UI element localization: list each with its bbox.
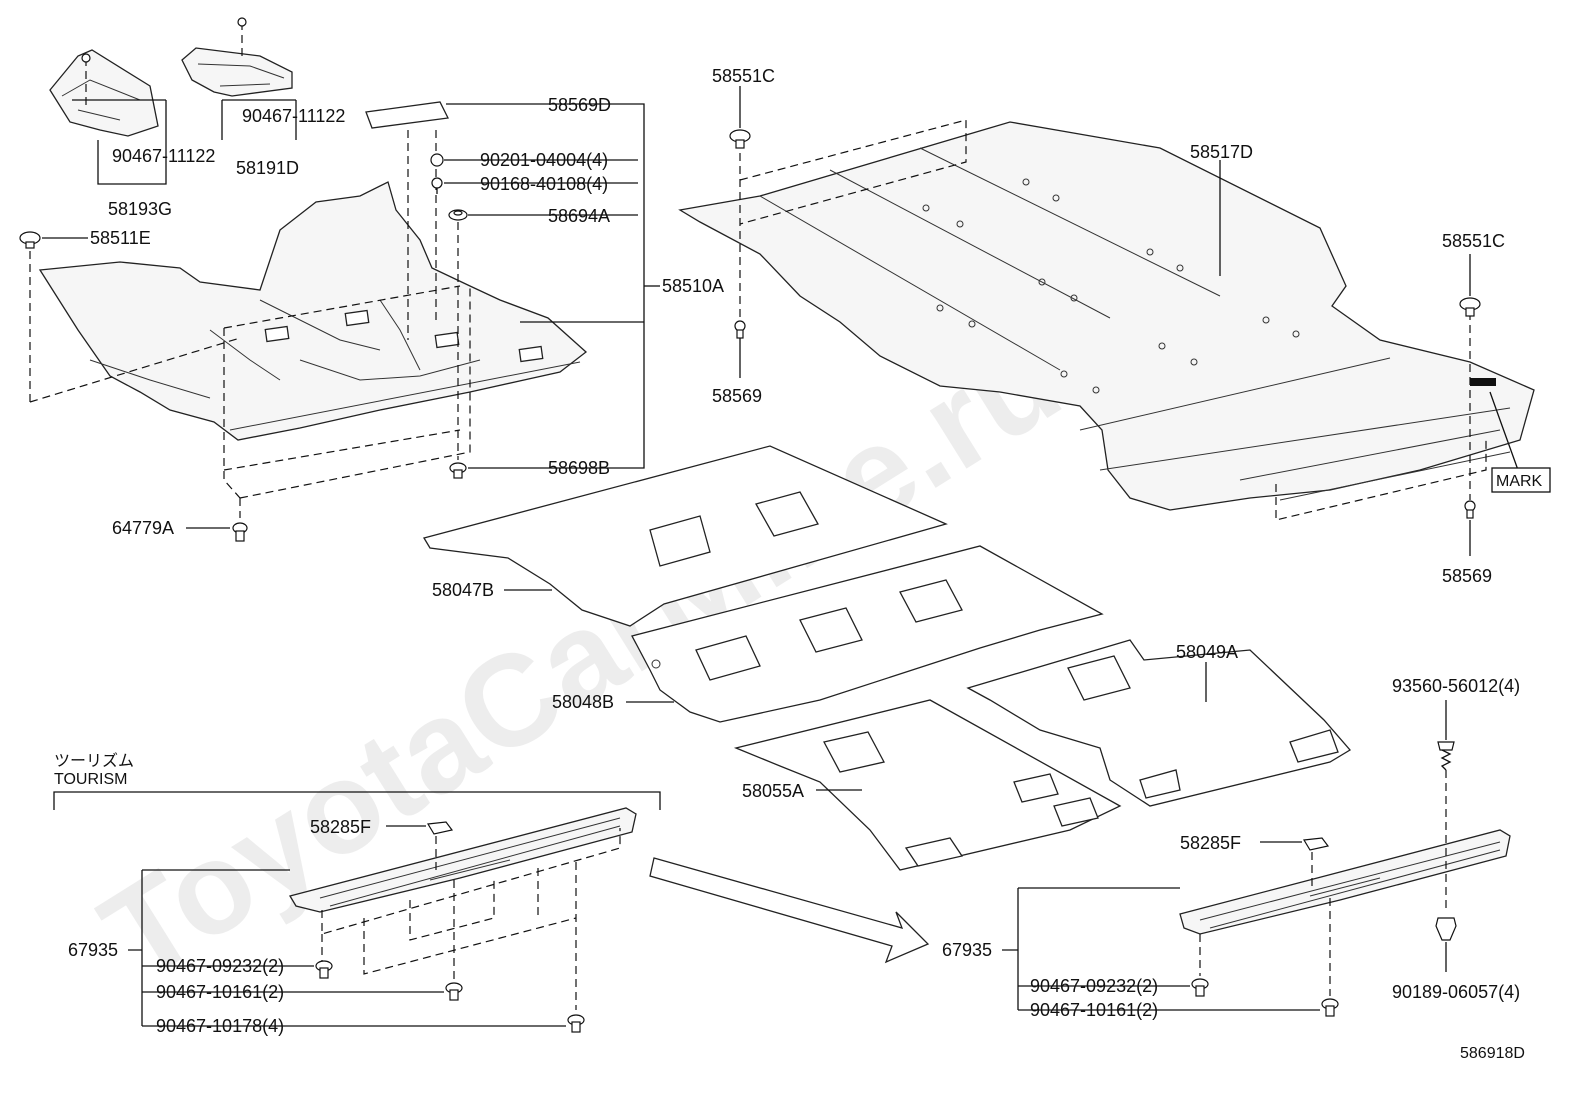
label-tourism-en: TOURISM: [54, 771, 127, 788]
label-mark: MARK: [1496, 473, 1543, 490]
label-67935-b: 67935: [942, 940, 992, 960]
label-58694a: 58694A: [548, 206, 610, 226]
clip-icon: [232, 522, 248, 542]
part-67935-scuff-plate-right[interactable]: [1179, 829, 1511, 935]
part-58055a-mat[interactable]: [733, 699, 1122, 871]
label-67935-a: 67935: [68, 940, 118, 960]
label-93560-56012: 93560-56012(4): [1392, 676, 1520, 696]
label-58510a: 58510A: [662, 276, 724, 296]
part-58049a-mat[interactable]: [966, 639, 1351, 807]
screw-icon: [1437, 741, 1455, 771]
clip-icon: [1191, 978, 1209, 997]
part-58191d-cover[interactable]: [181, 17, 293, 97]
label-58511e: 58511E: [90, 228, 151, 248]
clip-icon: [449, 462, 467, 479]
label-58517d: 58517D: [1190, 142, 1253, 162]
diagram-code: 586918D: [1460, 1045, 1525, 1062]
clip-icon: [729, 129, 751, 149]
part-58517d-carpet[interactable]: [678, 121, 1535, 511]
label-90467-10161-a: 90467-10161(2): [156, 982, 284, 1002]
clip-icon: [315, 960, 333, 979]
label-64779a: 64779A: [112, 518, 174, 538]
clip-icon: [81, 53, 91, 63]
screw-icon: [431, 177, 443, 194]
mark-icon: [1470, 378, 1496, 386]
label-58569-a: 58569: [712, 386, 762, 406]
label-90467-10161-b: 90467-10161(2): [1030, 1000, 1158, 1020]
clip-icon: [1435, 917, 1457, 941]
clip-icon: [1321, 998, 1339, 1017]
label-58698b: 58698B: [548, 458, 610, 478]
arrow-icon: [649, 857, 930, 964]
part-67935-scuff-plate-left[interactable]: [288, 807, 637, 913]
label-90467-09232-a: 90467-09232(2): [156, 956, 284, 976]
label-58551c-b: 58551C: [1442, 231, 1505, 251]
label-58569d: 58569D: [548, 95, 611, 115]
grommet-icon: [427, 821, 454, 835]
clip-icon: [445, 982, 463, 1001]
label-tourism-jp: ツーリズム: [54, 752, 134, 770]
part-58510a-carpet[interactable]: [38, 181, 588, 441]
label-90168-40108: 90168-40108(4): [480, 174, 608, 194]
label-90467-11122-b: 90467-11122: [242, 106, 345, 126]
grommet-icon: [1303, 837, 1330, 851]
label-58569-b: 58569: [1442, 566, 1492, 586]
grommet-icon: [448, 209, 468, 221]
clip-icon: [734, 320, 746, 339]
clip-icon: [237, 17, 247, 27]
label-58191d: 58191D: [236, 158, 299, 178]
label-90201-04004: 90201-04004(4): [480, 150, 608, 170]
label-58285f-b: 58285F: [1180, 833, 1241, 853]
label-58048b: 58048B: [552, 692, 614, 712]
label-90467-10178: 90467-10178(4): [156, 1016, 284, 1036]
part-58047b-mat[interactable]: [422, 445, 948, 627]
label-58193g: 58193G: [108, 199, 172, 219]
clip-icon: [1459, 297, 1481, 317]
label-58551c-a: 58551C: [712, 66, 775, 86]
label-90189-06057: 90189-06057(4): [1392, 982, 1520, 1002]
label-90467-11122-a: 90467-11122: [112, 146, 215, 166]
part-58569d-pad[interactable]: [365, 101, 449, 129]
label-58285f-a: 58285F: [310, 817, 371, 837]
label-58055a: 58055A: [742, 781, 804, 801]
label-58049a: 58049A: [1176, 642, 1238, 662]
washer-icon: [430, 153, 444, 167]
clip-icon: [19, 231, 41, 249]
clip-icon: [567, 1014, 585, 1033]
part-58048b-mat[interactable]: [631, 545, 1104, 723]
label-58047b: 58047B: [432, 580, 494, 600]
part-58193g-cover[interactable]: [49, 49, 159, 137]
clip-icon: [1464, 500, 1476, 519]
label-90467-09232-b: 90467-09232(2): [1030, 976, 1158, 996]
mark-box: [1491, 467, 1551, 493]
